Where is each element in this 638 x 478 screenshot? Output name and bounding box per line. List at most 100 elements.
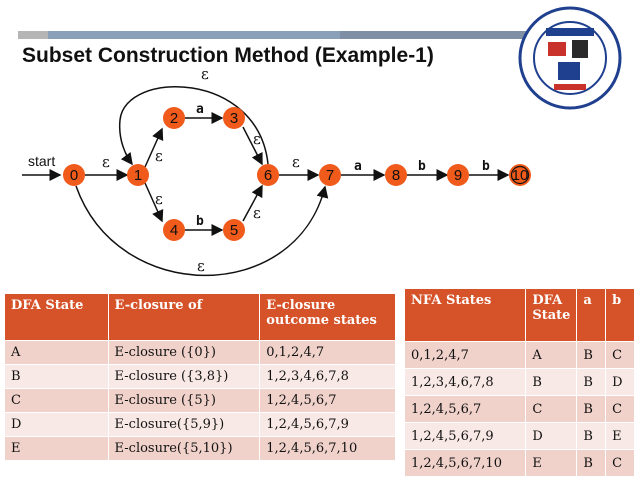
transition-cell: 1,2,4,5,6,7 [403, 395, 527, 423]
svg-text:7: 7 [326, 167, 334, 184]
transition-cell: B [525, 368, 578, 396]
table-row: 1,2,4,5,6,7,10 E B C [403, 449, 635, 477]
svg-text:2: 2 [170, 110, 178, 127]
state-2: 2 [163, 107, 185, 129]
closure-table: DFA State E-closure of E-closure outcome… [4, 293, 396, 461]
table-row: 1,2,4,5,6,7 C B C [403, 395, 635, 423]
closure-cell: E-closure ({3,8}) [107, 364, 261, 389]
table-row: C E-closure ({5}) 1,2,4,5,6,7 [4, 388, 396, 413]
top-bar-middle [48, 31, 340, 39]
edge-6-1-loop [118, 85, 269, 166]
svg-text:5: 5 [230, 222, 238, 239]
state-10-final: 10 [509, 164, 531, 186]
transition-cell: 0,1,2,4,7 [403, 341, 527, 369]
closure-header-row: DFA State E-closure of E-closure outcome… [4, 293, 396, 341]
table-row: 0,1,2,4,7 A B C [403, 341, 635, 369]
transition-cell: C [525, 395, 578, 423]
state-3: 3 [223, 107, 245, 129]
transition-cell: B [576, 449, 607, 477]
closure-cell: E-closure({5,10}) [107, 436, 261, 461]
state-4: 4 [163, 219, 185, 241]
label-edge-1-2: ε [155, 147, 163, 165]
closure-cell: 1,2,4,5,6,7,9 [259, 412, 396, 437]
svg-text:8: 8 [392, 167, 400, 184]
closure-cell: B [4, 364, 109, 389]
svg-text:1: 1 [134, 167, 142, 184]
transition-header-b: b [605, 288, 635, 342]
transition-cell: 1,2,4,5,6,7,10 [403, 449, 527, 477]
transition-cell: D [605, 368, 635, 396]
state-0: 0 [63, 164, 85, 186]
closure-cell: 1,2,3,4,6,7,8 [259, 364, 396, 389]
table-row: A E-closure ({0}) 0,1,2,4,7 [4, 340, 396, 365]
university-seal-logo [518, 6, 622, 110]
table-row: E E-closure({5,10}) 1,2,4,5,6,7,10 [4, 436, 396, 461]
closure-cell: E-closure ({5}) [107, 388, 261, 413]
transition-cell: B [576, 341, 607, 369]
transition-cell: E [605, 422, 635, 450]
transition-cell: 1,2,3,4,6,7,8 [403, 368, 527, 396]
state-1: 1 [127, 164, 149, 186]
transition-header-a: a [576, 288, 607, 342]
label-edge-0-7: ε [197, 257, 205, 275]
label-edge-2-3: a [196, 102, 204, 117]
edge-3-6 [242, 126, 263, 166]
state-9: 9 [447, 164, 469, 186]
closure-cell: 1,2,4,5,6,7,10 [259, 436, 396, 461]
transition-cell: C [605, 449, 635, 477]
closure-cell: 0,1,2,4,7 [259, 340, 396, 365]
transition-table: NFA States DFA State a b 0,1,2,4,7 A B C… [403, 288, 635, 477]
table-row: 1,2,3,4,6,7,8 B B D [403, 368, 635, 396]
transition-cell: 1,2,4,5,6,7,9 [403, 422, 527, 450]
closure-cell: E-closure ({0}) [107, 340, 261, 365]
state-8: 8 [385, 164, 407, 186]
edge-1-2 [144, 127, 164, 168]
state-7: 7 [319, 164, 341, 186]
transition-header-row: NFA States DFA State a b [403, 288, 635, 342]
closure-cell: A [4, 340, 109, 365]
label-edge-9-10: b [482, 159, 490, 174]
closure-header-dfa-state: DFA State [4, 293, 109, 341]
start-label: start [28, 153, 55, 169]
table-row: 1,2,4,5,6,7,9 D B E [403, 422, 635, 450]
label-edge-6-1: ε [201, 65, 209, 83]
top-bar-left [18, 31, 48, 39]
edge-5-6 [242, 184, 263, 222]
edge-0-7-bypass [75, 185, 329, 276]
state-5: 5 [223, 219, 245, 241]
svg-text:9: 9 [454, 167, 462, 184]
label-edge-0-1: ε [102, 153, 110, 171]
label-edge-6-7: ε [292, 153, 300, 171]
label-edge-5-6: ε [253, 204, 261, 222]
table-row: D E-closure({5,9}) 1,2,4,5,6,7,9 [4, 412, 396, 437]
svg-text:0: 0 [70, 167, 78, 184]
edge-1-4 [144, 182, 164, 223]
transition-cell: D [525, 422, 578, 450]
svg-text:6: 6 [264, 167, 272, 184]
label-edge-4-5: b [196, 214, 204, 229]
top-bar-right [340, 31, 536, 39]
closure-cell: E [4, 436, 109, 461]
label-edge-3-6: ε [253, 130, 261, 148]
closure-cell: D [4, 412, 109, 437]
closure-header-eclosure-of: E-closure of [107, 293, 261, 341]
transition-cell: C [605, 395, 635, 423]
transition-cell: E [525, 449, 578, 477]
transition-cell: B [576, 422, 607, 450]
label-edge-8-9: b [418, 159, 426, 174]
transition-cell: A [525, 341, 578, 369]
nfa-diagram: start a b a b b ε ε ε ε ε ε ε ε 0 1 2 3 … [22, 65, 531, 276]
closure-cell: E-closure({5,9}) [107, 412, 261, 437]
closure-header-outcome: E-closure outcome states [259, 293, 396, 341]
label-edge-7-8: a [354, 159, 362, 174]
svg-text:3: 3 [230, 110, 238, 127]
label-edge-1-4: ε [155, 190, 163, 208]
state-6: 6 [257, 164, 279, 186]
transition-cell: B [576, 368, 607, 396]
closure-cell: C [4, 388, 109, 413]
closure-cell: 1,2,4,5,6,7 [259, 388, 396, 413]
slide-title: Subset Construction Method (Example-1) [22, 44, 434, 67]
transition-header-nfa-states: NFA States [403, 288, 527, 342]
svg-text:10: 10 [512, 167, 529, 184]
transition-cell: B [576, 395, 607, 423]
